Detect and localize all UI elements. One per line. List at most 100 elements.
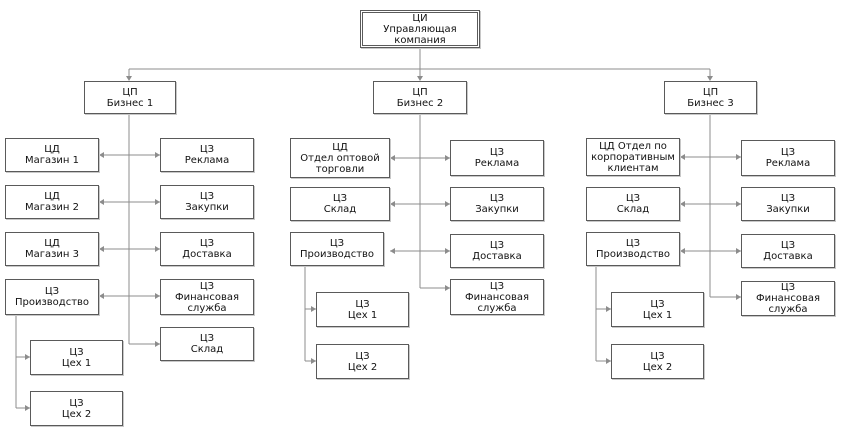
node-label: Цех 2 <box>61 408 92 420</box>
node-b1-production: ЦЗ Производство <box>5 279 99 315</box>
node-label: Закупки <box>475 204 519 215</box>
node-label: Цех 2 <box>642 361 673 373</box>
node-code: ЦП <box>702 86 719 98</box>
node-label: Склад <box>616 204 650 215</box>
node-code: ЦП <box>412 86 428 98</box>
node-code: ЦЗ <box>780 147 796 158</box>
node-b2-purchasing: ЦЗ Закупки <box>450 187 544 221</box>
node-b3-production: ЦЗ Производство <box>586 232 680 266</box>
node-code: ЦЗ <box>780 282 796 293</box>
node-label: Доставка <box>182 249 232 260</box>
node-b2-advertising: ЦЗ Реклама <box>450 140 544 176</box>
node-b3-delivery: ЦЗ Доставка <box>741 234 835 268</box>
node-b1-workshop-1: ЦЗ Цех 1 <box>30 340 123 375</box>
node-b1-advertising: ЦЗ Реклама <box>160 138 254 172</box>
node-label: Реклама <box>765 158 811 169</box>
node-business-2: ЦП Бизнес 2 <box>373 81 467 114</box>
node-label: Цех 2 <box>347 361 378 373</box>
node-b3-warehouse: ЦЗ Склад <box>586 187 680 221</box>
node-label: Отдел оптовой <box>300 152 380 164</box>
node-label: Финансовая <box>175 291 239 303</box>
node-label: Магазин 3 <box>24 249 80 260</box>
node-b2-warehouse: ЦЗ Склад <box>290 187 390 221</box>
node-b3-purchasing: ЦЗ Закупки <box>741 187 835 221</box>
node-label: корпоративным <box>591 151 675 163</box>
node-code: ЦД <box>44 144 60 155</box>
node-b2-production: ЦЗ Производство <box>290 232 384 266</box>
node-label: Управляющая компания <box>383 23 457 46</box>
node-b3-workshop-2: ЦЗ Цех 2 <box>611 344 704 379</box>
node-code: ЦП <box>122 86 138 98</box>
node-label: Закупки <box>766 204 810 215</box>
node-b1-finance: ЦЗ Финансовая служба <box>160 279 254 315</box>
node-label: Магазин 1 <box>24 155 80 166</box>
node-label: Производство <box>299 249 375 260</box>
node-b1-warehouse: ЦЗ Склад <box>160 327 254 361</box>
node-code: ЦЗ <box>199 333 215 344</box>
node-label: Магазин 2 <box>24 202 80 213</box>
node-b3-finance: ЦЗ Финансовая служба <box>741 281 835 316</box>
node-label: Цех 1 <box>61 357 92 369</box>
node-code: ЦЗ <box>329 238 345 249</box>
node-b3-advertising: ЦЗ Реклама <box>741 140 835 176</box>
node-code: ЦЗ <box>69 346 84 358</box>
node-code: ЦЗ <box>489 193 505 204</box>
node-b1-store-2: ЦД Магазин 2 <box>5 185 99 219</box>
node-label: Доставка <box>472 251 522 262</box>
node-code: ЦЗ <box>650 298 665 310</box>
node-label: Финансовая <box>465 291 529 303</box>
node-label: Доставка <box>763 251 813 262</box>
node-code: ЦЗ <box>625 238 641 249</box>
node-b2-workshop-2: ЦЗ Цех 2 <box>316 344 409 379</box>
node-b1-store-1: ЦД Магазин 1 <box>5 138 99 172</box>
node-label: Цех 1 <box>642 309 673 321</box>
node-code: ЦЗ <box>780 193 796 204</box>
node-b2-wholesale: ЦД Отдел оптовой торговли <box>290 138 390 178</box>
node-label: Закупки <box>185 202 229 213</box>
node-b1-workshop-2: ЦЗ Цех 2 <box>30 391 123 426</box>
node-b3-corporate-clients: ЦД Отдел по корпоративным клиентам <box>586 138 680 176</box>
node-management-company: ЦИ Управляющая компания <box>360 10 480 48</box>
node-code: ЦД Отдел по <box>599 140 667 152</box>
node-code: ЦЗ <box>199 144 215 155</box>
node-label: Финансовая <box>756 293 820 304</box>
node-code: ЦЗ <box>355 350 370 362</box>
node-label: Цех 1 <box>347 309 378 321</box>
node-label: Склад <box>190 344 224 355</box>
node-b2-workshop-1: ЦЗ Цех 1 <box>316 292 409 327</box>
node-label: Склад <box>323 204 357 215</box>
node-b1-store-3: ЦД Магазин 3 <box>5 232 99 266</box>
node-label: Бизнес 2 <box>396 97 444 109</box>
node-label-line2: клиентам <box>607 162 659 174</box>
node-b2-delivery: ЦЗ Доставка <box>450 234 544 268</box>
node-code: ЦЗ <box>650 350 665 362</box>
node-business-1: ЦП Бизнес 1 <box>84 81 176 114</box>
node-label: Реклама <box>184 155 230 166</box>
node-code: ЦД <box>44 238 60 249</box>
node-label-line2: торговли <box>315 163 365 175</box>
node-label-line2: служба <box>477 302 517 314</box>
node-label-line2: служба <box>187 302 227 314</box>
node-label-line2: служба <box>768 304 808 315</box>
node-code: ЦД <box>332 141 348 153</box>
node-code: ЦЗ <box>355 298 370 310</box>
node-code: ЦЗ <box>489 280 505 292</box>
node-label: Бизнес 3 <box>687 97 734 109</box>
node-label: Бизнес 1 <box>106 97 154 109</box>
node-code: ЦЗ <box>625 193 641 204</box>
node-b1-purchasing: ЦЗ Закупки <box>160 185 254 219</box>
node-code: ЦЗ <box>332 193 348 204</box>
node-code: ЦИ <box>412 12 428 24</box>
node-label: Реклама <box>474 158 520 169</box>
node-code: ЦЗ <box>199 238 215 249</box>
node-b1-delivery: ЦЗ Доставка <box>160 232 254 266</box>
node-b3-workshop-1: ЦЗ Цех 1 <box>611 292 704 327</box>
node-code: ЦЗ <box>199 191 215 202</box>
node-code: ЦД <box>44 191 60 202</box>
node-code: ЦЗ <box>489 147 505 158</box>
node-b2-finance: ЦЗ Финансовая служба <box>450 279 544 315</box>
node-code: ЦЗ <box>780 240 796 251</box>
node-code: ЦЗ <box>489 240 505 251</box>
